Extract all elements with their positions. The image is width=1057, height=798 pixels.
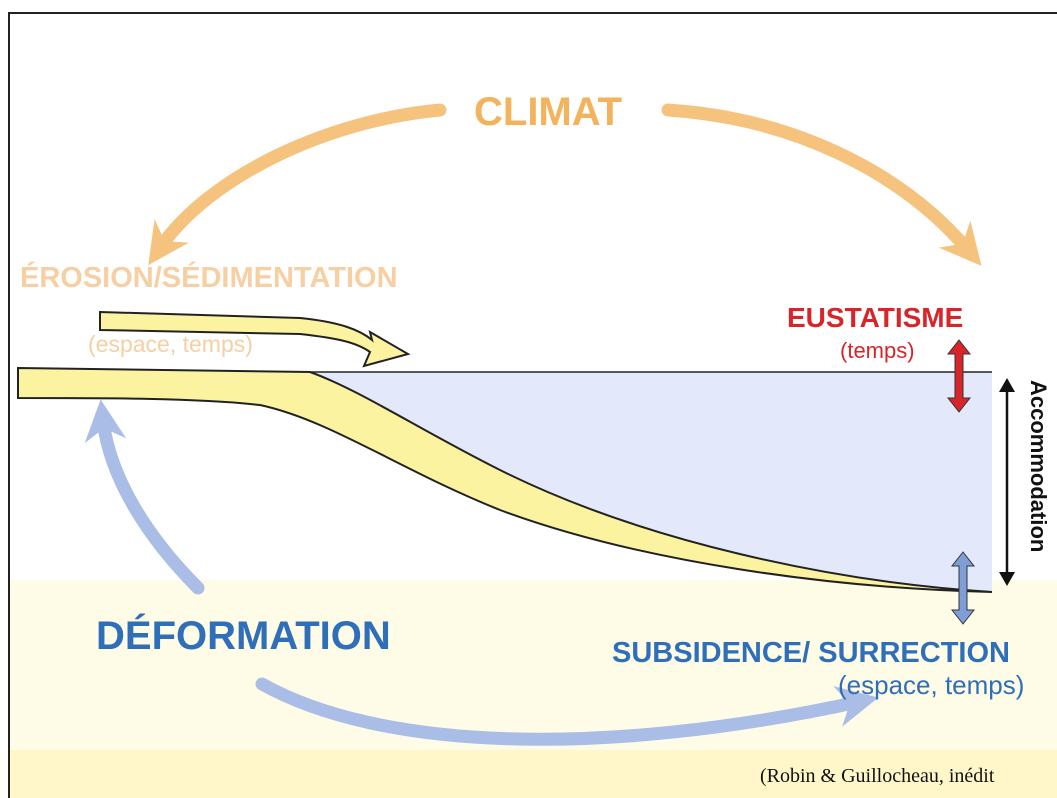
climat-arrow-right (661, 103, 982, 266)
sediment-transport-arrow (99, 310, 411, 368)
erosion-sedimentation-label: ÉROSION/SÉDIMENTATION (20, 262, 398, 294)
climat-arrow-left (148, 103, 447, 266)
subsidence-double-arrow (950, 551, 976, 625)
eustatisme-double-arrow (946, 339, 972, 413)
subsidence-surrection-label: SUBSIDENCE/ SURRECTION (612, 637, 1010, 669)
diagram-frame (8, 12, 1057, 798)
erosion-subtitle: (espace, temps) (88, 331, 253, 357)
water-body (310, 372, 992, 592)
footer-strip (10, 750, 1057, 798)
accommodation-double-arrow (999, 378, 1015, 586)
eustatisme-label: EUSTATISME (787, 302, 964, 333)
accommodation-label: Accommodation (1026, 380, 1051, 553)
climat-label: CLIMAT (474, 90, 623, 134)
deformation-arrow-right (255, 677, 879, 746)
deformation-arrow-up (84, 399, 205, 595)
sediment-wedge (17, 366, 993, 593)
deformation-label: DÉFORMATION (96, 614, 391, 658)
source-credit: (Robin & Guillocheau, inédit (760, 765, 995, 787)
eustatisme-subtitle: (temps) (840, 338, 915, 363)
subsidence-subtitle: (espace, temps) (838, 670, 1025, 700)
